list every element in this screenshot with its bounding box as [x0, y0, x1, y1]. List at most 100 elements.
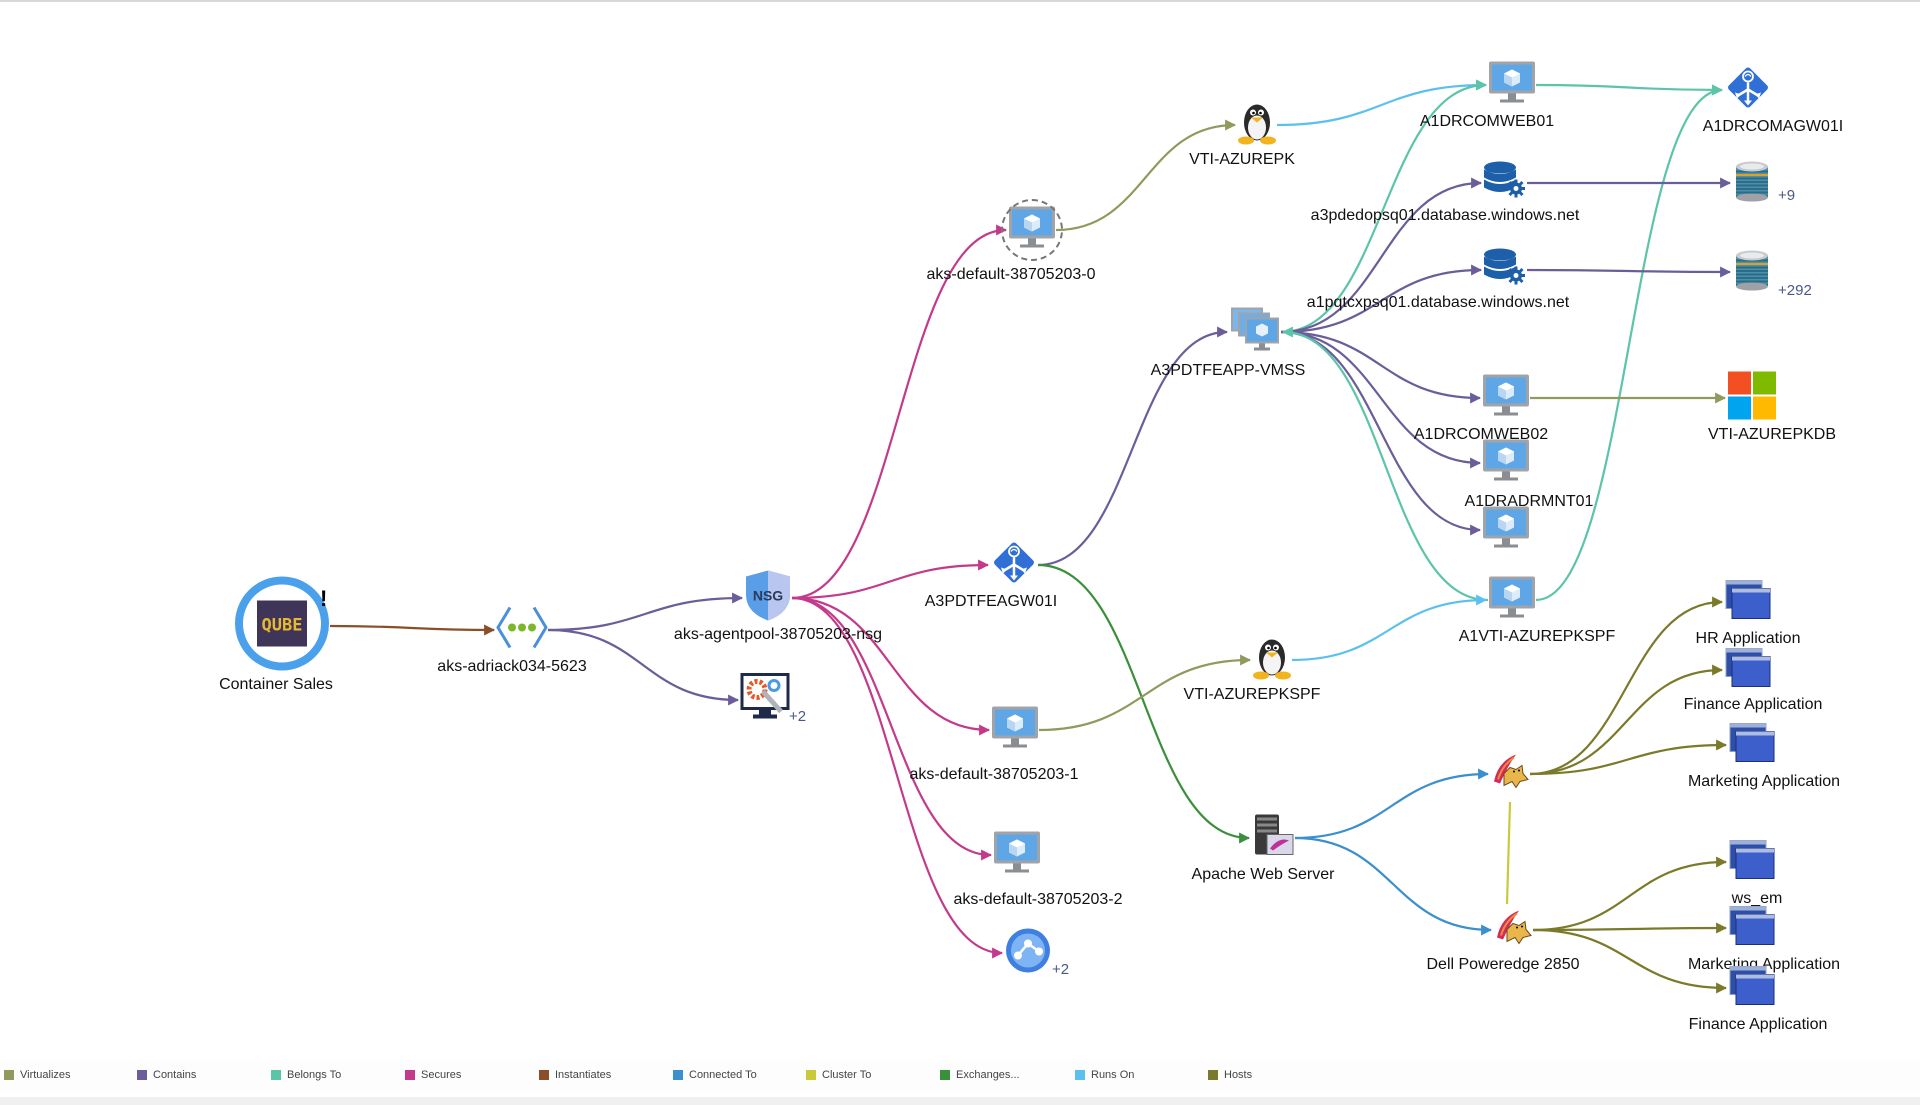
- node-winkdb[interactable]: [1727, 371, 1777, 426]
- node-mkt2[interactable]: [1728, 905, 1776, 952]
- edge-connected-to[interactable]: [1294, 836, 1493, 936]
- legend-item-secures[interactable]: Secures: [405, 1069, 461, 1081]
- relationship-legend: Virtualizes Contains Belongs To Secures Inst…: [0, 1060, 1920, 1092]
- edge-secures[interactable]: [791, 224, 1008, 600]
- node-a1vti[interactable]: [1487, 575, 1537, 626]
- node-tomcat1[interactable]: [1490, 752, 1530, 797]
- legend-label: Virtualizes: [20, 1069, 71, 1081]
- node-vti-pk[interactable]: [1237, 99, 1277, 152]
- edge-secures[interactable]: [791, 596, 991, 736]
- alert-badge: !: [320, 586, 328, 611]
- edge-contains[interactable]: [1037, 326, 1229, 567]
- collapsed-count-badge[interactable]: +2: [1052, 961, 1070, 978]
- node-mkt1[interactable]: [1728, 722, 1776, 769]
- node-web02[interactable]: [1481, 373, 1531, 424]
- legend-item-runs-on[interactable]: Runs On: [1075, 1069, 1134, 1081]
- edge-hosts[interactable]: [1529, 596, 1724, 776]
- edge-connected-to[interactable]: [1294, 768, 1490, 840]
- collapsed-count-badge[interactable]: +2: [789, 708, 807, 725]
- node-sql1[interactable]: [1482, 161, 1528, 206]
- edge-instantiates[interactable]: [329, 624, 496, 636]
- node-tomcat2[interactable]: [1493, 908, 1533, 953]
- node-aks-adriack[interactable]: [494, 604, 550, 657]
- node-agw[interactable]: [988, 537, 1040, 594]
- application-window-icon: [1728, 966, 1776, 1011]
- edge-contains[interactable]: [1526, 266, 1732, 278]
- legend-swatch: [4, 1070, 14, 1080]
- legend-item-hosts[interactable]: Hosts: [1208, 1069, 1252, 1081]
- node-rmnt[interactable]: [1481, 438, 1531, 489]
- edge-virtualizes[interactable]: [1038, 654, 1252, 732]
- node-vmss[interactable]: [1229, 306, 1281, 359]
- edge-hosts[interactable]: [1529, 739, 1728, 776]
- edge-hosts[interactable]: [1532, 856, 1728, 932]
- node-aks2[interactable]: [992, 830, 1042, 881]
- edge-runs-on[interactable]: [1276, 79, 1488, 127]
- edge-contains[interactable]: [1280, 330, 1482, 404]
- legend-item-virtualizes[interactable]: Virtualizes: [4, 1069, 71, 1081]
- edge-contains[interactable]: [1280, 177, 1483, 334]
- node-nsg[interactable]: NSG: [742, 569, 794, 628]
- edge-contains[interactable]: [1280, 264, 1483, 334]
- node-fin1[interactable]: [1724, 647, 1772, 694]
- node-agw2[interactable]: [1722, 62, 1774, 119]
- edge-hosts[interactable]: [1532, 922, 1728, 934]
- legend-item-exchanges[interactable]: Exchanges...: [940, 1069, 1020, 1081]
- legend-item-instantiates[interactable]: Instantiates: [539, 1069, 611, 1081]
- legend-item-contains[interactable]: Contains: [137, 1069, 196, 1081]
- node-apache[interactable]: [1251, 813, 1295, 864]
- edge-belongs-to[interactable]: [1535, 83, 1724, 96]
- edge-cluster-to[interactable]: [1505, 801, 1512, 905]
- edge-contains[interactable]: [547, 628, 740, 706]
- edge-virtualizes[interactable]: [1055, 119, 1237, 232]
- node-label: aks-default-38705203-0: [926, 266, 1096, 283]
- edge-hosts[interactable]: [1532, 928, 1728, 994]
- virtual-network-icon: [494, 606, 550, 656]
- node-container-sales[interactable]: QUBE: [232, 574, 332, 679]
- edge-secures[interactable]: [791, 559, 990, 600]
- edge-contains[interactable]: [547, 592, 744, 632]
- legend-item-belongs-to[interactable]: Belongs To: [271, 1069, 341, 1081]
- vm-scale-set-icon: [1229, 307, 1281, 358]
- database-stack-icon: [1732, 250, 1772, 296]
- legend-item-cluster-to[interactable]: Cluster To: [806, 1069, 871, 1081]
- node-label: VTI-AZUREPKDB: [1707, 426, 1837, 443]
- edge-hosts[interactable]: [1529, 664, 1724, 776]
- collapsed-count-badge[interactable]: +292: [1778, 282, 1812, 299]
- node-web01[interactable]: [1487, 60, 1537, 111]
- node-vti-pkspf[interactable]: [1252, 634, 1292, 687]
- node-wsem[interactable]: [1728, 839, 1776, 886]
- edge-secures[interactable]: [791, 596, 1004, 959]
- sql-server-icon: [1482, 248, 1528, 292]
- edge-secures[interactable]: [791, 596, 993, 861]
- edge-belongs-to[interactable]: [1535, 84, 1724, 602]
- sql-server-icon: [1482, 161, 1528, 205]
- legend-item-connected-to[interactable]: Connected To: [673, 1069, 757, 1081]
- legend-label: Instantiates: [555, 1069, 612, 1081]
- node-label: Marketing Application: [1687, 956, 1841, 973]
- application-window-icon: [1728, 723, 1776, 768]
- legend-swatch: [539, 1070, 549, 1080]
- node-tools[interactable]: [739, 672, 791, 729]
- collapsed-count-badge[interactable]: +9: [1778, 187, 1796, 204]
- legend-label: Connected To: [689, 1069, 757, 1081]
- edge-contains[interactable]: [1280, 330, 1482, 469]
- node-svc[interactable]: [1003, 926, 1053, 981]
- edge-runs-on[interactable]: [1291, 594, 1488, 662]
- edge-belongs-to[interactable]: [1280, 79, 1488, 334]
- node-sql2[interactable]: [1482, 248, 1528, 293]
- node-hr[interactable]: [1724, 579, 1772, 626]
- node-label: A3PDTFEAGW01I: [924, 593, 1058, 610]
- node-db2[interactable]: [1732, 248, 1772, 297]
- node-fin2[interactable]: [1728, 965, 1776, 1012]
- node-db1[interactable]: [1732, 159, 1772, 208]
- node-vm-x[interactable]: [1481, 505, 1531, 556]
- node-aks1[interactable]: [990, 705, 1040, 756]
- tomcat-icon: [1490, 754, 1530, 796]
- edge-exchanges[interactable]: [1037, 563, 1251, 844]
- edge-belongs-to[interactable]: [1281, 326, 1489, 602]
- legend-label: Runs On: [1091, 1069, 1135, 1081]
- node-label: VTI-AZUREPKSPF: [1183, 686, 1321, 703]
- node-label: A3PDTFEAPP-VMSS: [1150, 362, 1306, 379]
